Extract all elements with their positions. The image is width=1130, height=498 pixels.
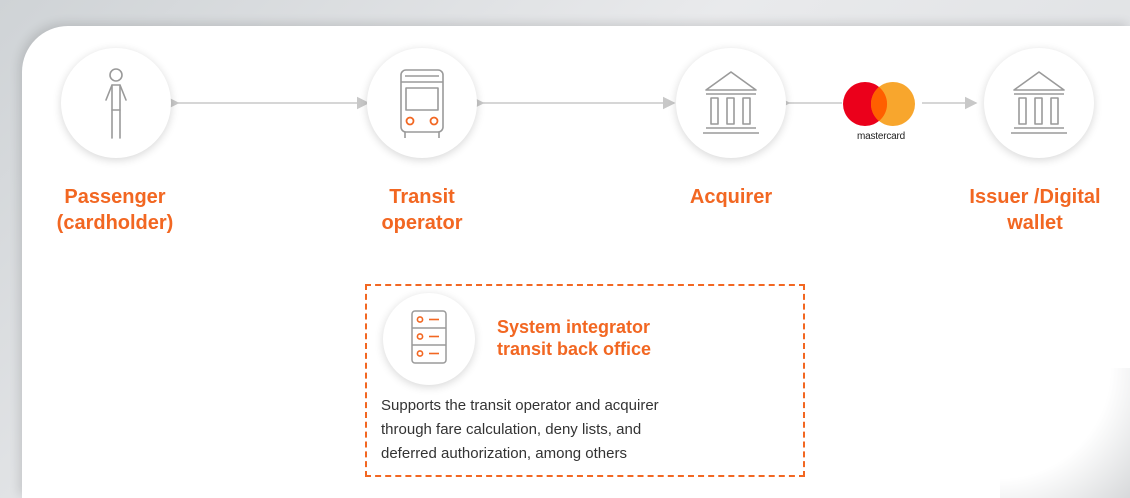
passenger-label: Passenger (cardholder) [56,186,174,234]
bank-icon [703,71,759,134]
issuer-label: Issuer /Digital wallet [969,186,1101,234]
system-integrator-node [383,293,475,385]
system-integrator-title: System integrator transit back office [497,317,652,359]
passenger-node [61,48,171,158]
bank-icon [1011,71,1067,134]
server-icon [411,310,447,364]
system-integrator-box [365,284,805,477]
mastercard-logo [843,82,915,126]
mastercard-wordmark: mastercard [856,131,905,142]
transit-operator-node [367,48,477,158]
acquirer-label: Acquirer [689,186,773,208]
person-icon [105,68,127,139]
transit-operator-label: Transit operator [381,186,463,234]
bus-icon [400,69,444,138]
acquirer-node [676,48,786,158]
system-integrator-description: Supports the transit operator and acquir… [381,397,659,462]
issuer-node [984,48,1094,158]
